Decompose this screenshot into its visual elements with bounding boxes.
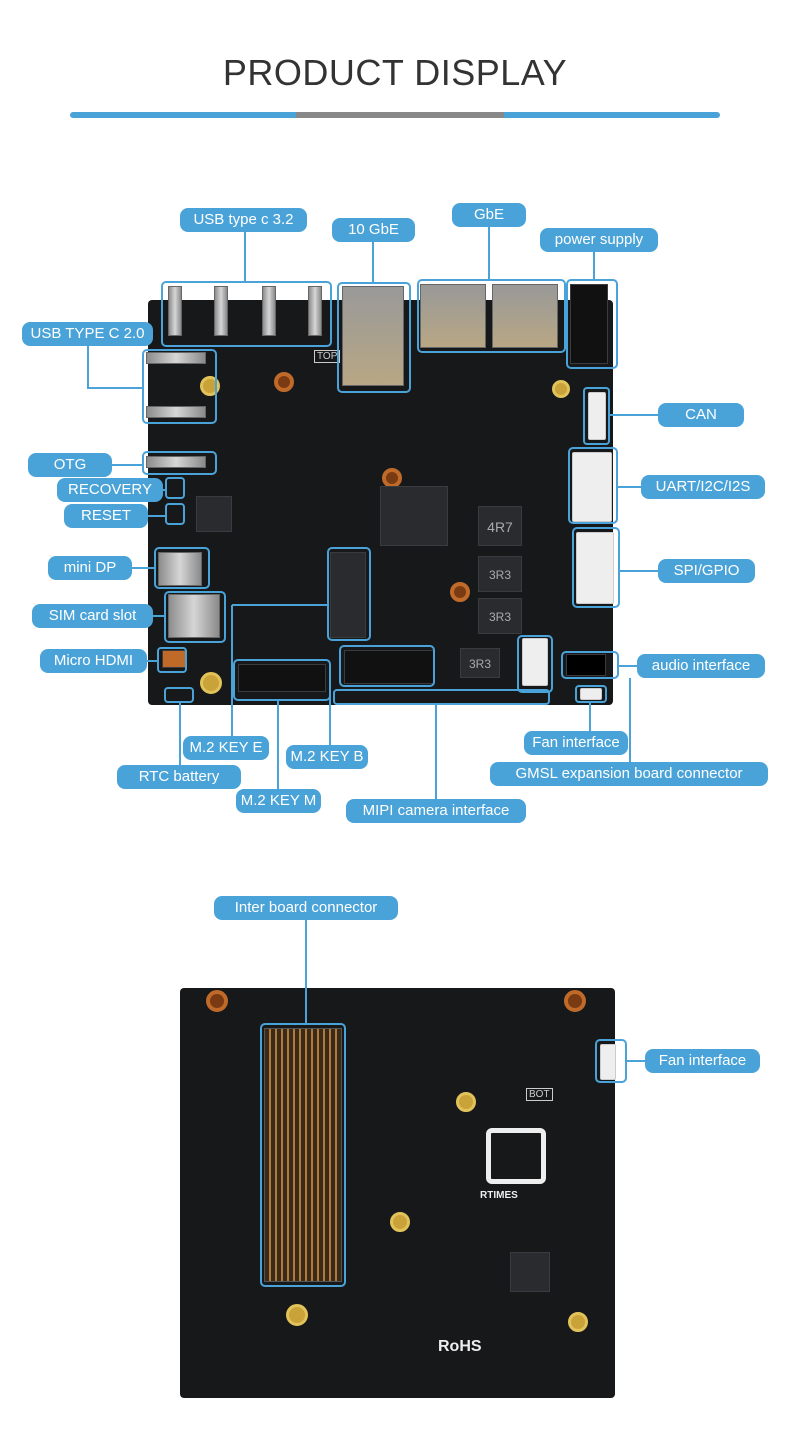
label-power-supply: power supply	[540, 228, 658, 252]
soc-chip	[380, 486, 448, 546]
label-mipi: MIPI camera interface	[346, 799, 526, 823]
label-mini-dp: mini DP	[48, 556, 132, 580]
ethernet-gbe-port	[420, 284, 486, 348]
mount-hole	[390, 1212, 410, 1232]
m2-key-b-slot	[330, 552, 366, 638]
usb-c20-port	[146, 406, 206, 418]
mount-hole	[286, 1304, 308, 1326]
sim-slot	[168, 594, 220, 638]
inter-board-connector	[264, 1028, 342, 1282]
label-can: CAN	[658, 403, 744, 427]
power-jack	[570, 284, 608, 364]
m2-key-m-slot	[238, 664, 326, 692]
usb-c32-port	[214, 286, 228, 336]
usb-c32-port	[308, 286, 322, 336]
usb-c32-port	[168, 286, 182, 336]
mount-hole	[568, 1312, 588, 1332]
label-m2-key-b: M.2 KEY B	[286, 745, 368, 769]
can-connector	[588, 392, 606, 440]
silk-top: TOP	[314, 350, 341, 363]
label-inter-board: Inter board connector	[214, 896, 398, 920]
ethernet-10g-port	[342, 286, 404, 386]
label-fan-top: Fan interface	[524, 731, 628, 755]
board-top-view: 4R7 3R3 3R3 3R3 TOP	[146, 284, 614, 705]
label-usb-c20: USB TYPE C 2.0	[22, 322, 153, 346]
title-underline-left	[70, 112, 296, 118]
fan-connector	[580, 688, 602, 700]
label-sim-slot: SIM card slot	[32, 604, 153, 628]
mount-hole	[450, 582, 470, 602]
usb-c20-port	[146, 352, 206, 364]
label-audio: audio interface	[637, 654, 765, 678]
label-spi-gpio: SPI/GPIO	[658, 559, 755, 583]
label-uart: UART/I2C/I2S	[641, 475, 765, 499]
label-reset: RESET	[64, 504, 148, 528]
gmsl-connector	[522, 638, 548, 686]
mount-hole	[564, 990, 586, 1012]
rohs-mark: RoHS	[438, 1338, 482, 1355]
label-m2-key-m: M.2 KEY M	[236, 789, 321, 813]
board-bottom-view: RTIMES RoHS BOT	[180, 988, 616, 1398]
otg-port	[146, 456, 206, 468]
mount-hole	[552, 380, 570, 398]
chip	[510, 1252, 550, 1292]
mount-hole	[206, 990, 228, 1012]
title-underline-middle	[296, 112, 504, 118]
usb-c32-port	[262, 286, 276, 336]
label-fan-bottom: Fan interface	[645, 1049, 760, 1073]
spi-connector	[576, 532, 614, 604]
mount-hole	[274, 372, 294, 392]
label-10gbe: 10 GbE	[332, 218, 415, 242]
label-recovery: RECOVERY	[57, 478, 163, 502]
uart-connector	[572, 452, 612, 522]
logo-text: RTIMES	[480, 1190, 518, 1201]
m2-connector	[344, 650, 434, 684]
chip	[196, 496, 232, 532]
silk-bot: BOT	[526, 1088, 553, 1101]
mount-hole	[200, 672, 222, 694]
rtimes-logo	[486, 1128, 546, 1184]
inductor: 3R3	[478, 556, 522, 592]
audio-connector	[566, 654, 606, 676]
label-m2-key-e: M.2 KEY E	[183, 736, 269, 760]
label-micro-hdmi: Micro HDMI	[40, 649, 147, 673]
fan-connector	[600, 1044, 616, 1080]
label-gbe: GbE	[452, 203, 526, 227]
label-gmsl: GMSL expansion board connector	[490, 762, 768, 786]
inductor: 3R3	[460, 648, 500, 678]
label-usb-c32: USB type c 3.2	[180, 208, 307, 232]
title-underline-right	[504, 112, 720, 118]
inductor: 3R3	[478, 598, 522, 634]
minidp-port	[158, 552, 202, 586]
label-otg: OTG	[28, 453, 112, 477]
label-rtc-battery: RTC battery	[117, 765, 241, 789]
page-title: PRODUCT DISPLAY	[222, 52, 568, 93]
mount-hole	[456, 1092, 476, 1112]
inductor: 4R7	[478, 506, 522, 546]
ethernet-gbe-port	[492, 284, 558, 348]
